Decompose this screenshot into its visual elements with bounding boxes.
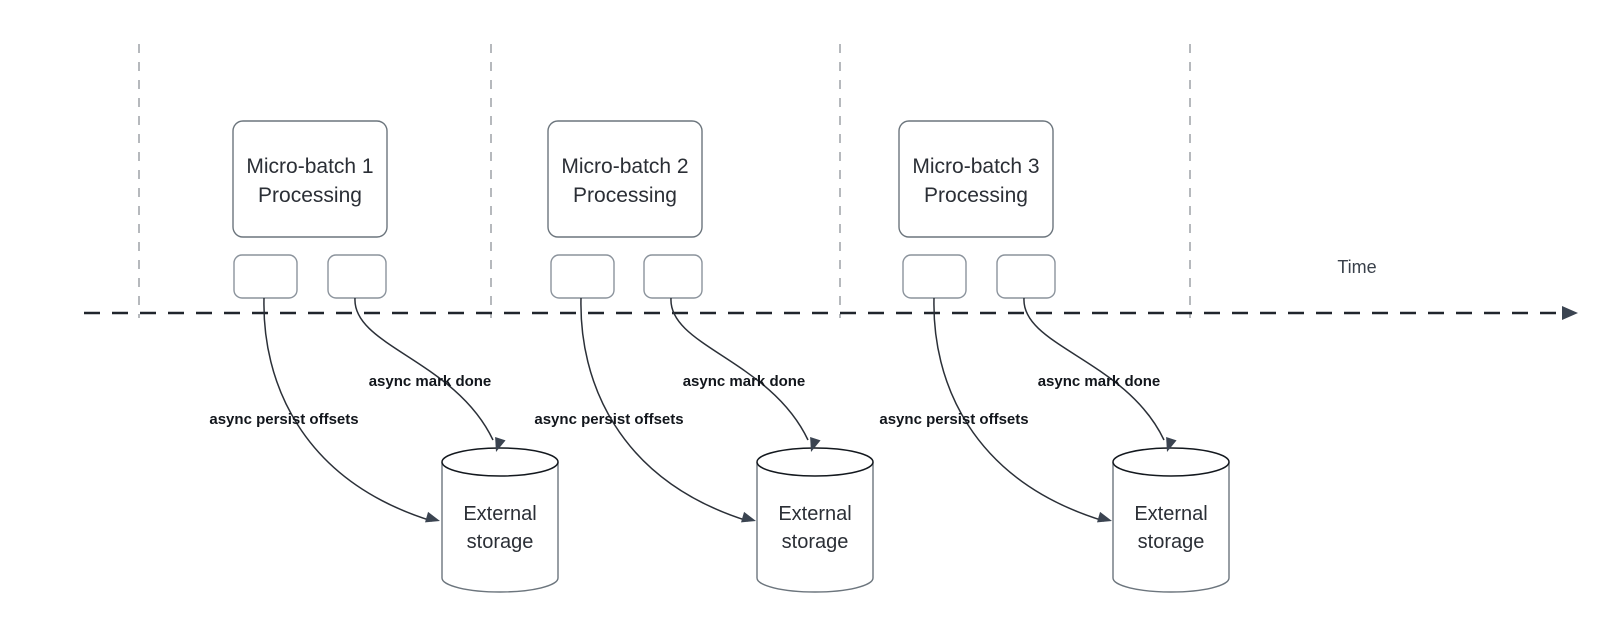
time-axis: [84, 306, 1578, 320]
group-3-storage-label-line2: storage: [1138, 531, 1205, 553]
persist-offsets-edge-3-arrow-head: [1097, 511, 1112, 523]
persist-offsets-edge-2-label: async persist offsets: [534, 411, 683, 428]
time-axis-label: Time: [1337, 257, 1376, 277]
group-2-storage-cylinder-top: [756, 447, 874, 477]
group-1-storage-cylinder-top: [441, 447, 559, 477]
timeline-arrow-head: [1562, 306, 1578, 320]
group-1-processing-label-line2: Processing: [258, 184, 362, 207]
group-2-processing-label-line1: Micro-batch 2: [561, 155, 688, 178]
mark-done-edge-3: [1023, 297, 1165, 441]
group-3-storage-cylinder-top: [1112, 447, 1230, 477]
group-3-storage-label-line1: External: [1134, 503, 1207, 525]
task-box-2b[interactable]: [643, 254, 703, 299]
mark-done-edge-2: [670, 297, 809, 441]
group-1-storage-label-line1: External: [463, 503, 536, 525]
persist-offsets-edge-2: [580, 297, 749, 522]
group-2-storage-label-line2: storage: [782, 531, 849, 553]
persist-offsets-edge-2-arrow-head: [741, 511, 756, 523]
task-box-3a[interactable]: [902, 254, 967, 299]
group-1-storage-label-line2: storage: [467, 531, 534, 553]
mark-done-edge-1-label: async mark done: [369, 373, 492, 390]
task-box-3b[interactable]: [996, 254, 1056, 299]
group-1-processing-label-line1: Micro-batch 1: [246, 155, 373, 178]
mark-done-edge-3-arrow-head: [1166, 436, 1177, 452]
persist-offsets-edge-3: [933, 297, 1105, 522]
group-3-storage-cylinder-body[interactable]: [1112, 462, 1230, 593]
group-3-processing-label-line2: Processing: [924, 184, 1028, 207]
mark-done-edge-1: [354, 297, 494, 441]
persist-offsets-edge-1: [263, 297, 433, 522]
group-2-processing-label-line2: Processing: [573, 184, 677, 207]
mark-done-edge-1-arrow-head: [495, 436, 506, 452]
group-1-processing-box[interactable]: [232, 120, 388, 238]
mark-done-edge-2-label: async mark done: [683, 373, 806, 390]
mark-done-edge-2-arrow-head: [810, 436, 821, 452]
group-1-storage-cylinder-body[interactable]: [441, 462, 559, 593]
task-box-1b[interactable]: [327, 254, 387, 299]
persist-offsets-edge-1-label: async persist offsets: [209, 411, 358, 428]
group-3-processing-label-line1: Micro-batch 3: [912, 155, 1039, 178]
task-box-1a[interactable]: [233, 254, 298, 299]
group-2-storage-label-line1: External: [778, 503, 851, 525]
mark-done-edge-3-label: async mark done: [1038, 373, 1161, 390]
task-box-2a[interactable]: [550, 254, 615, 299]
persist-offsets-edge-3-label: async persist offsets: [879, 411, 1028, 428]
group-3-processing-box[interactable]: [898, 120, 1054, 238]
persist-offsets-edge-1-arrow-head: [425, 511, 440, 523]
group-2-storage-cylinder-body[interactable]: [756, 462, 874, 593]
group-2-processing-box[interactable]: [547, 120, 703, 238]
